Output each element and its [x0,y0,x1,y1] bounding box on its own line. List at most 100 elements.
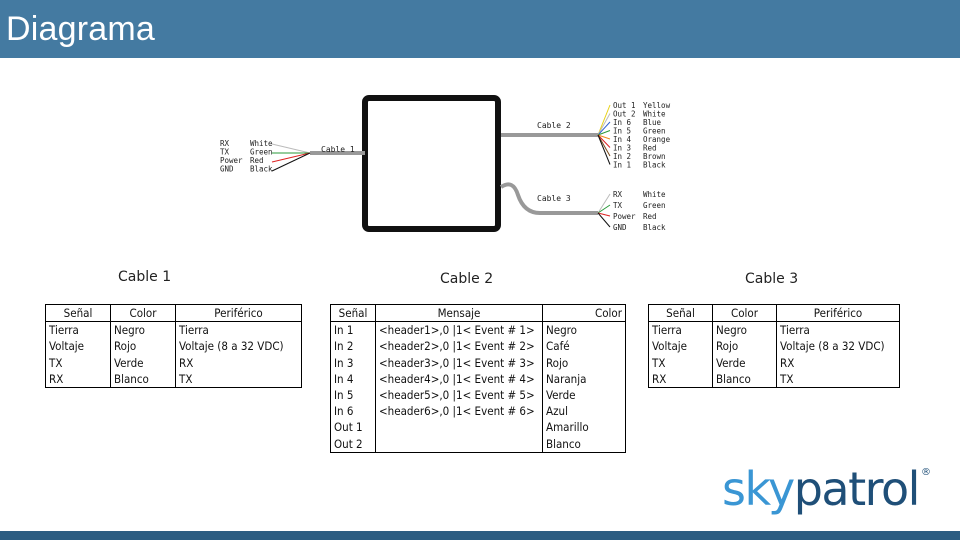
pin-name: TX [613,201,623,210]
table-cell: RX [45,370,111,388]
pin-name: RX [613,190,623,199]
logo-registered-mark: ® [920,467,931,478]
wire [597,204,611,214]
table-header: Periférico [776,303,900,323]
table-cell: Blanco [712,370,777,388]
pin-wire-color: White [250,139,273,148]
table-cell: Amarillo [542,419,626,436]
pin-name: GND [220,165,234,174]
title-bar: Diagrama [0,0,960,58]
wire [597,134,611,148]
table-cell: Naranja [542,370,626,387]
caption-cable2: Cable 2 [440,271,494,287]
device-box [362,95,501,232]
wire [597,104,611,136]
table-cell: Tierra [648,321,713,339]
table-cell: TX [175,370,302,388]
bottom-bar [0,531,960,540]
table-cell: Voltaje (8 a 32 VDC) [175,338,302,355]
table-cell: TX [45,354,111,371]
table-cell: <header1>,0 |1< Event # 1> [375,321,543,339]
table-cell: Out 2 [330,435,376,453]
table-cell: RX [175,354,302,371]
wire [597,193,611,214]
table-cell: <header3>,0 |1< Event # 3> [375,354,543,371]
table-cell: Tierra [45,321,111,339]
table-cell: Negro [542,321,626,339]
table-header: Mensaje [375,303,543,323]
pin-wire-color: Red [643,144,657,153]
pin-name: In 1 [613,161,631,170]
table-cell: Verde [542,386,626,404]
pin-name: In 3 [613,144,631,153]
cable1-label: Cable 1 [321,145,355,154]
table-row: In 3<header3>,0 |1< Event # 3>Rojo [330,354,626,371]
table-cell: In 4 [330,370,376,387]
table-cable2: Señal Mensaje Color In 1<header1>,0 |1< … [330,303,626,453]
table-cell: Negro [712,321,777,339]
table-cell: TX [776,370,900,388]
cable3-label: Cable 3 [537,194,571,203]
table-cell: Verde [712,354,777,371]
caption-cable1: Cable 1 [118,269,172,285]
pin-wire-color: Red [250,156,264,165]
table-row: In 4<header4>,0 |1< Event # 4>Naranja [330,370,626,387]
table-header: Señal [330,303,376,323]
table-cell: <header6>,0 |1< Event # 6> [375,403,543,420]
table-cell: Tierra [175,321,302,339]
table-cell [375,419,543,436]
pin-name: In 4 [613,135,632,144]
table-cell: <header4>,0 |1< Event # 4> [375,370,543,387]
table-cell: In 6 [330,403,376,420]
table-cell: Voltaje (8 a 32 VDC) [776,338,900,355]
pin-wire-color: Orange [643,135,671,144]
pin-wire-color: Green [643,127,666,136]
table-cell: RX [776,354,900,371]
page-title: Diagrama [6,10,155,48]
table-header: Señal [648,303,713,323]
table-cell: In 3 [330,354,376,371]
table-row: In 1<header1>,0 |1< Event # 1>Negro [330,321,626,339]
skypatrol-logo: skypatrol® [722,466,931,512]
table-cell: Blanco [542,435,626,453]
table-cell: Negro [110,321,176,339]
cable2-wire-fan [597,104,611,165]
table-cell: Rojo [712,338,777,355]
table-row: In 6<header6>,0 |1< Event # 6>Azul [330,403,626,420]
table-header: Señal [45,303,111,323]
table-cell: TX [648,354,713,371]
table-cell: In 2 [330,338,376,355]
pin-name: Out 2 [613,110,636,119]
pin-name: In 6 [613,118,632,127]
table-cell: RX [648,370,713,388]
pin-name: Out 1 [613,101,636,110]
pin-wire-color: Brown [643,152,666,161]
table-cell: Voltaje [45,338,111,355]
pin-wire-color: Yellow [643,101,671,110]
wire [597,113,611,136]
pin-name: GND [613,223,627,232]
pin-name: RX [220,139,230,148]
pin-name: TX [220,148,230,157]
pin-wire-color: Black [643,161,666,170]
table-cell: <header2>,0 |1< Event # 2> [375,338,543,355]
table-cell: Tierra [776,321,900,339]
wire [597,130,611,136]
pin-wire-color: Blue [643,118,662,127]
table-cell: In 5 [330,386,376,404]
table-header: Color [542,303,626,323]
wire [597,134,611,157]
pin-wire-color: Black [250,165,273,174]
